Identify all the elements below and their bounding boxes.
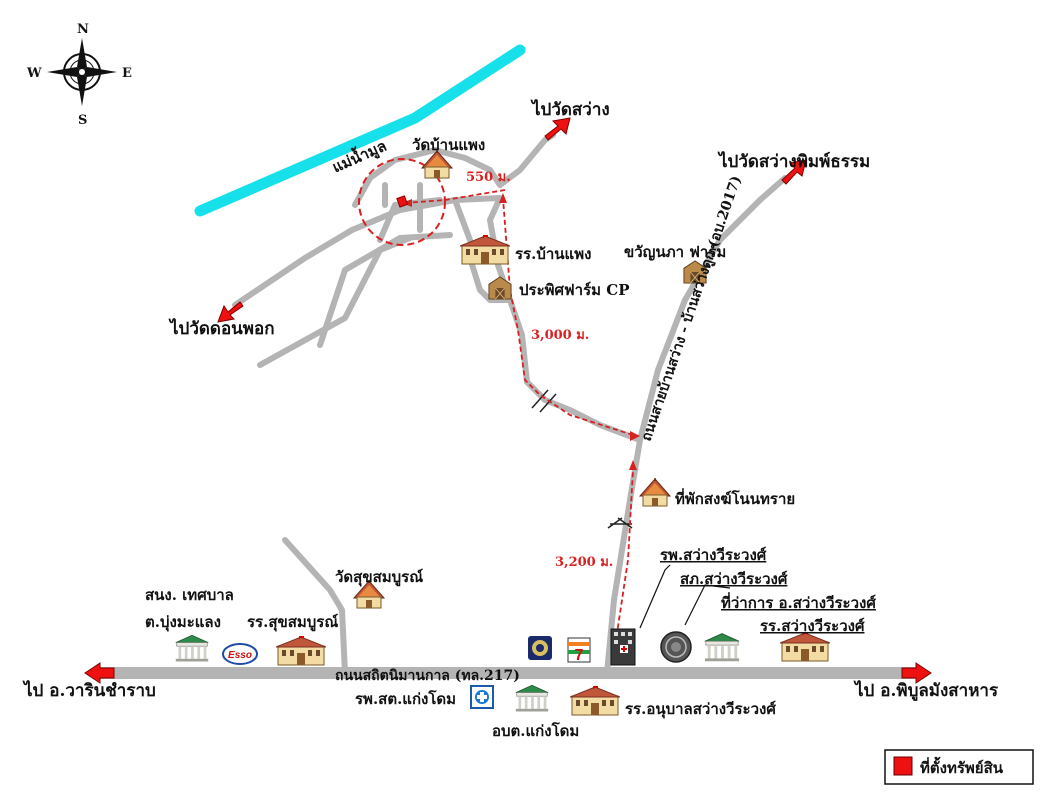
compass-west: W — [26, 66, 42, 81]
compass-south: S — [78, 113, 87, 128]
direction-wat-sawang-phimphatham: ไปวัดสว่างพิมพ์ธรรม — [717, 151, 870, 172]
distance-3000: 3,000 ม. — [531, 328, 589, 343]
label-municipal-office-2: ต.บุ่งมะแลง — [145, 613, 221, 632]
label-municipal-office-1: สนง. เทศบาล — [145, 586, 234, 604]
svg-text:7: 7 — [575, 647, 584, 664]
arrow-wat-sawang — [544, 117, 571, 141]
label-wat-suk-somboon: วัดสุขสมบูรณ์ — [335, 568, 423, 587]
compass-north: N — [77, 22, 89, 37]
legend-marker — [893, 756, 913, 776]
label-health-hospital: รพ.สต.แก่งโดม — [355, 689, 456, 708]
distance-550: 550 ม. — [466, 170, 511, 185]
bridge-mark — [531, 389, 633, 529]
health-clinic-icon — [470, 685, 494, 709]
map-icons: Esso 7 — [175, 150, 830, 716]
barn-icon — [488, 276, 512, 300]
label-district-office: ที่ว่าการ อ.สว่างวีระวงศ์ — [721, 592, 876, 612]
school-icon — [780, 632, 830, 662]
compass-east: E — [122, 66, 132, 81]
esso-icon: Esso — [222, 643, 258, 665]
label-wat-ban-phaeng: วัดบ้านแพง — [412, 136, 485, 154]
arrow-warin-chamrap — [84, 662, 115, 684]
property-marker — [396, 195, 409, 208]
label-police-sawang: สภ.สว่างวีระวงศ์ — [680, 570, 788, 588]
arrow-wat-sawang-phimphatham — [781, 159, 807, 185]
police-badge-icon — [528, 636, 552, 660]
label-school-suk-somboon: รร.สุขสมบูรณ์ — [247, 613, 338, 632]
police-seal-icon — [660, 631, 692, 663]
side-road — [604, 175, 788, 676]
hospital-icon — [610, 628, 636, 666]
road-to-monk-junction — [524, 379, 643, 443]
arrow-wat-don-phok — [217, 301, 244, 323]
property-area-circle — [358, 158, 446, 246]
label-school-sawang: รร.สว่างวีระวงศ์ — [760, 617, 865, 635]
school-icon — [276, 636, 326, 666]
school-icon — [570, 686, 620, 716]
label-school-ban-phaeng: รร.บ้านแพง — [515, 245, 591, 263]
compass-rose: N S E W — [26, 22, 132, 128]
road-side-label: ถนนสายบ้านสว่าง - บ้านสว่างดูก (อบ.2017) — [639, 174, 745, 443]
government-building-icon — [704, 633, 740, 662]
government-building-icon — [515, 684, 549, 712]
distance-3200: 3,200 ม. — [555, 555, 613, 570]
direction-warin-chamrap: ไป อ.วารินชำราบ — [22, 680, 156, 701]
mun-river — [194, 44, 526, 217]
direction-wat-sawang: ไปวัดสว่าง — [530, 99, 610, 120]
legend: ที่ตั้งทรัพย์สิน — [884, 749, 1034, 785]
direction-arrows — [84, 117, 932, 684]
road-main-label: ถนนสถิตนิมานกาล (ทล.217) — [335, 668, 520, 684]
label-pointer-lines — [639, 564, 731, 629]
road-to-don-phok — [232, 195, 503, 308]
label-khwanchanapa-farm: ขวัญนภา ฟาร์ม — [624, 243, 726, 261]
label-sao-kaeng-dom: อบต.แก่งโดม — [492, 721, 579, 740]
label-hospital-sawang: รพ.สว่างวีระวงศ์ — [660, 546, 767, 564]
svg-text:Esso: Esso — [228, 650, 252, 661]
government-building-icon — [175, 634, 209, 662]
road-network — [96, 132, 915, 679]
direction-phibun: ไป อ.พิบูลมังสาหาร — [853, 680, 999, 702]
seven-eleven-icon: 7 — [567, 637, 591, 664]
direction-wat-don-phok: ไปวัดดอนพอก — [168, 318, 275, 339]
arrow-phibun — [901, 662, 932, 684]
label-monk-residence: ที่พักสงฆ์โนนทราย — [675, 488, 795, 508]
temple-icon — [639, 478, 671, 507]
label-prasit-farm: ประพิศฟาร์ม CP — [519, 281, 629, 299]
label-kindergarten: รร.อนุบาลสว่างวีระวงศ์ — [625, 700, 776, 719]
legend-label: ที่ตั้งทรัพย์สิน — [920, 756, 1004, 777]
